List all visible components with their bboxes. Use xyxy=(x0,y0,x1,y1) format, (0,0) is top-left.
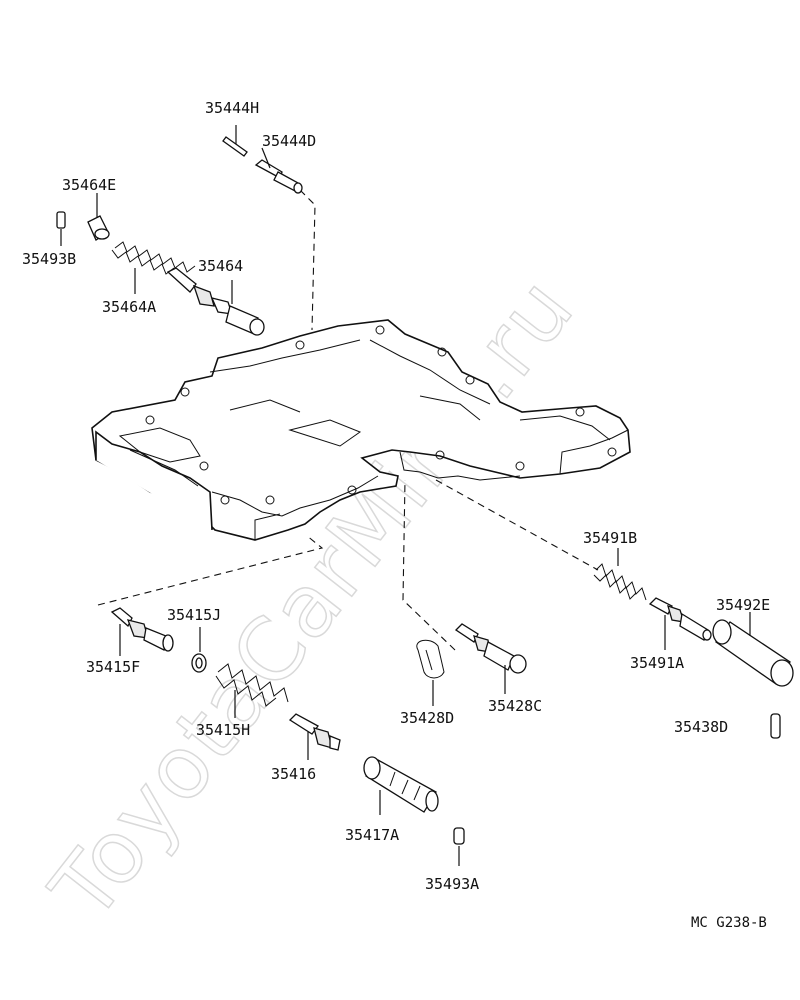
label-35491B: 35491B xyxy=(583,529,637,547)
part-35444H-pin xyxy=(222,125,248,157)
part-35444D-valve xyxy=(254,147,303,194)
label-35492E: 35492E xyxy=(716,596,770,614)
label-35464: 35464 xyxy=(198,257,243,275)
part-35416-valve xyxy=(288,713,341,760)
label-35417A: 35417A xyxy=(345,826,399,844)
label-35493B: 35493B xyxy=(22,250,76,268)
part-35491B-spring xyxy=(593,548,647,601)
part-35464E-plug xyxy=(87,193,110,241)
label-35416: 35416 xyxy=(271,765,316,783)
label-35415J: 35415J xyxy=(167,606,221,624)
part-35428D-clip xyxy=(416,639,445,706)
valve-body-plate xyxy=(91,319,631,541)
label-35428C: 35428C xyxy=(488,697,542,715)
label-35438D: 35438D xyxy=(674,718,728,736)
part-35492E-sleeve xyxy=(712,612,794,687)
part-35417A-sleeve xyxy=(363,756,439,815)
label-35464E: 35464E xyxy=(62,176,116,194)
label-35444D: 35444D xyxy=(262,132,316,150)
label-35444H: 35444H xyxy=(205,99,259,117)
label-35428D: 35428D xyxy=(400,709,454,727)
part-35464A-spring xyxy=(111,241,196,294)
assembly-lines xyxy=(97,189,599,651)
part-35491A-valve xyxy=(648,597,712,650)
part-35438D-pin xyxy=(770,713,781,739)
part-35493A-pin xyxy=(453,827,465,866)
part-35428C-valve xyxy=(454,623,527,694)
part-35464-valve xyxy=(166,267,265,336)
label-35491A: 35491A xyxy=(630,654,684,672)
label-35415F: 35415F xyxy=(86,658,140,676)
drawing-code: MC G238-B xyxy=(691,915,767,931)
label-35464A: 35464A xyxy=(102,298,156,316)
part-labels: 35444H 35444D 35464E 35493B 35464 35464A… xyxy=(22,99,770,931)
part-35415F-valve xyxy=(110,607,174,656)
part-35493B-pin xyxy=(56,211,66,246)
label-35415H: 35415H xyxy=(196,721,250,739)
part-35415J-washer xyxy=(191,627,207,673)
part-35415H-spring xyxy=(215,663,289,718)
label-35493A: 35493A xyxy=(425,875,479,893)
